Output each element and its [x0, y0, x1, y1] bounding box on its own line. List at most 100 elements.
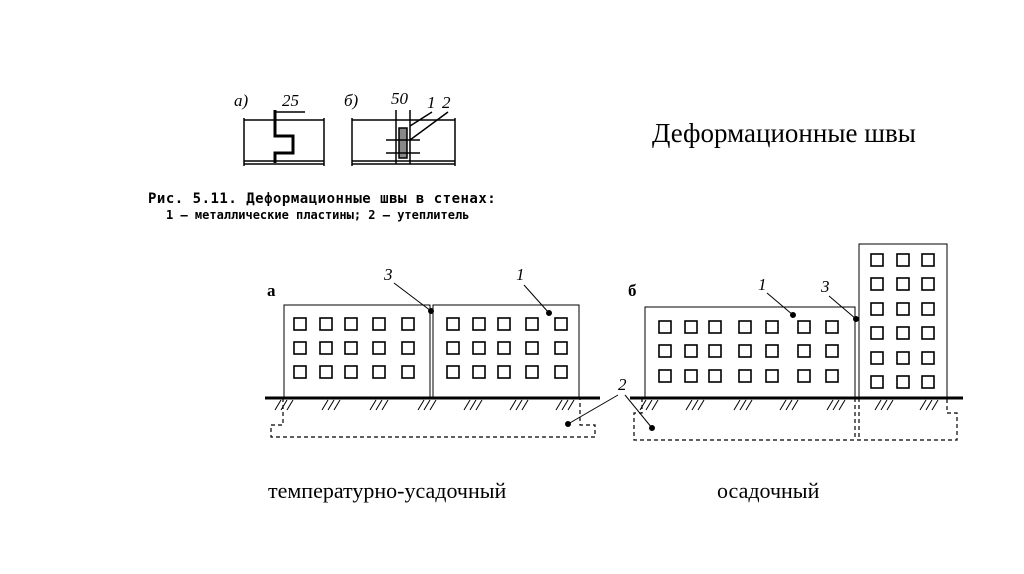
building-right	[432, 304, 580, 399]
window	[497, 341, 511, 355]
window	[497, 317, 511, 331]
window	[446, 317, 460, 331]
window	[896, 351, 910, 365]
window	[472, 317, 486, 331]
ground-hatch	[931, 399, 939, 411]
ground-hatch	[651, 399, 659, 411]
ground-hatch	[475, 399, 483, 411]
window	[896, 277, 910, 291]
ground-hatch	[645, 399, 653, 411]
ground-hatch	[779, 399, 787, 411]
dim-50: 50	[391, 89, 409, 108]
window	[372, 365, 386, 379]
window	[293, 365, 307, 379]
window	[472, 341, 486, 355]
window	[921, 253, 935, 267]
label-2: 2	[618, 375, 627, 394]
window	[344, 341, 358, 355]
panel-b-diagram: б 1 3	[628, 243, 963, 441]
ground-hatch	[369, 399, 377, 411]
ground-hatch	[838, 399, 846, 411]
ground-hatch	[791, 399, 799, 411]
window	[684, 320, 698, 334]
window	[765, 369, 779, 383]
window	[293, 317, 307, 331]
ground-hatch	[381, 399, 389, 411]
caption-temperature-shrinkage: температурно-усадочный	[268, 478, 507, 503]
ground-hatch	[333, 399, 341, 411]
window	[896, 302, 910, 316]
ground-hatch	[739, 399, 747, 411]
window	[870, 277, 884, 291]
dim-25: 25	[282, 91, 299, 110]
window	[797, 344, 811, 358]
window	[825, 320, 839, 334]
window	[319, 341, 333, 355]
callout-2: 2	[442, 93, 451, 112]
ground-hatch	[429, 399, 437, 411]
panel-a-diagram: а 3 1	[265, 265, 600, 438]
window	[525, 317, 539, 331]
ground-hatch	[423, 399, 431, 411]
window	[765, 344, 779, 358]
ground-hatch	[515, 399, 523, 411]
ground-hatch	[417, 399, 425, 411]
variant-a-label: а)	[234, 91, 249, 110]
window	[684, 369, 698, 383]
window	[684, 344, 698, 358]
slide-title: Деформационные швы	[652, 118, 916, 148]
figure-caption-line1: Рис. 5.11. Деформационные швы в стенах:	[148, 191, 497, 207]
window	[554, 317, 568, 331]
ground-hatch	[509, 399, 517, 411]
window	[825, 369, 839, 383]
ground-hatch	[685, 399, 693, 411]
window	[870, 253, 884, 267]
panel-a-label: а	[267, 281, 276, 300]
building-tall	[858, 243, 948, 399]
window	[921, 302, 935, 316]
window	[896, 375, 910, 389]
window	[525, 365, 539, 379]
ground-hatch	[561, 399, 569, 411]
figure-caption-line2: 1 — металлические пластины; 2 — утеплите…	[166, 208, 470, 222]
window	[765, 320, 779, 334]
ground-hatch	[733, 399, 741, 411]
caption-settlement: осадочный	[717, 478, 820, 503]
window	[372, 341, 386, 355]
window	[446, 365, 460, 379]
window	[446, 341, 460, 355]
window	[896, 326, 910, 340]
window	[738, 344, 752, 358]
label-2-callout: 2	[565, 375, 655, 431]
figure-5-11-drawing: а) 25 б) 50 1 2	[234, 89, 456, 166]
ground-hatch	[463, 399, 471, 411]
ground-hatch	[785, 399, 793, 411]
window	[870, 351, 884, 365]
window	[921, 277, 935, 291]
window	[797, 369, 811, 383]
window	[708, 344, 722, 358]
label-3-a: 3	[383, 265, 393, 284]
window	[708, 369, 722, 383]
window	[658, 320, 672, 334]
window	[293, 341, 307, 355]
window	[554, 341, 568, 355]
window	[738, 320, 752, 334]
window	[401, 365, 415, 379]
ground-hatch	[925, 399, 933, 411]
window	[401, 341, 415, 355]
window	[472, 365, 486, 379]
ground-hatch	[327, 399, 335, 411]
ground-hatch	[745, 399, 753, 411]
window	[658, 369, 672, 383]
ground-hatch	[274, 399, 282, 411]
ground-hatch	[286, 399, 294, 411]
label-1-b: 1	[758, 275, 767, 294]
ground-hatch	[919, 399, 927, 411]
ground-hatch	[697, 399, 705, 411]
ground-hatch	[280, 399, 288, 411]
window	[870, 375, 884, 389]
window	[921, 326, 935, 340]
ground-hatch	[469, 399, 477, 411]
